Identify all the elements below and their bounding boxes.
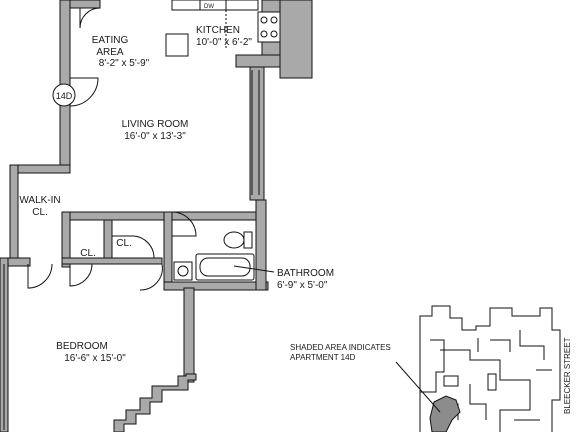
entry-tag: 14D (56, 91, 73, 101)
keyplan-leader (395, 361, 441, 413)
kitchen-dims: 10'-0" x 6'-2" (196, 37, 252, 48)
bathroom-leader (233, 265, 275, 273)
bathroom-dims: 6'-9" x 5'-0" (277, 280, 328, 291)
bathtub-basin (199, 257, 251, 277)
door-walkin (27, 263, 53, 289)
door-entry (69, 77, 99, 107)
wall-bath-right (255, 199, 267, 291)
bedroom-name: BEDROOM (56, 341, 108, 352)
burner-icon (270, 16, 278, 24)
kitchen-fixtures: DW (165, 0, 281, 57)
wall-living-bottom (61, 211, 259, 221)
windows (3, 70, 260, 430)
exterior-walls (0, 0, 313, 432)
stove (257, 11, 281, 43)
door-closet-b (112, 235, 155, 259)
toilet-tank (243, 231, 253, 249)
wall-bedroom-top-left (0, 257, 31, 267)
living-dims: 16'-0" x 13'-3" (124, 131, 186, 142)
entry-tag-circle (52, 83, 76, 107)
keyplan-inner-2 (442, 330, 552, 421)
living-name: LIVING ROOM (122, 119, 189, 130)
dishwasher-tag: DW (204, 4, 214, 10)
burner-icon (270, 30, 278, 38)
wall-bath-bottom (163, 281, 269, 291)
door-bathroom (171, 211, 197, 237)
wall-walkin-left (9, 164, 19, 264)
kitchen-name: KITCHEN (196, 25, 240, 36)
keyplan-stair (487, 373, 497, 391)
keyplan-courtyard (440, 349, 531, 432)
door-bedroom (139, 263, 163, 291)
street-label: BLEECKER STREET (563, 337, 572, 414)
door-closet-a (69, 263, 93, 287)
closet-a-name: CL. (80, 248, 96, 259)
walkin-name-1: WALK-IN (19, 195, 60, 206)
bathroom-name: BATHROOM (277, 268, 334, 279)
wall-bath-left (163, 211, 173, 289)
keyplan-shaded-apartment (429, 395, 461, 432)
sink (173, 261, 193, 281)
toilet (223, 231, 245, 249)
keyplan-inner (420, 339, 445, 393)
door-eating (79, 7, 101, 29)
wall-cl-mid (103, 219, 113, 263)
dishwasher (199, 0, 227, 11)
wall-cl-left (61, 211, 71, 268)
doors (27, 7, 197, 291)
burner-icon (260, 30, 268, 38)
wall-bedroom-right (183, 287, 195, 383)
wall-kitchen-bottom (235, 54, 281, 68)
key-plan: SHADED AREA INDICATES APARTMENT 14D BLEE… (290, 305, 572, 432)
wall-bedroom-stepped (113, 373, 197, 432)
sink-basin (177, 265, 189, 277)
eating-dims: 8'-2" x 5'-9" (99, 58, 150, 69)
wall-cl-bottom (61, 257, 163, 265)
keyplan-outline (419, 305, 561, 432)
bathroom-fixtures (173, 231, 275, 281)
keyplan-core (443, 375, 459, 387)
keyplan-note-line2: APARTMENT 14D (290, 353, 356, 362)
wall-kitchen-right (279, 0, 313, 79)
bedroom-dims: 16'-6" x 15'-0" (64, 353, 126, 364)
keyplan-note-line1: SHADED AREA INDICATES (290, 343, 391, 352)
wall-walkin-top (9, 164, 71, 174)
closet-b-name: CL. (116, 238, 132, 249)
eating-name-1: EATING (92, 35, 129, 46)
walkin-name-2: CL. (32, 207, 48, 218)
burner-icon (260, 16, 268, 24)
refrigerator (165, 33, 189, 57)
wall-eating-top (69, 0, 101, 9)
eating-name-2: AREA (96, 47, 124, 58)
